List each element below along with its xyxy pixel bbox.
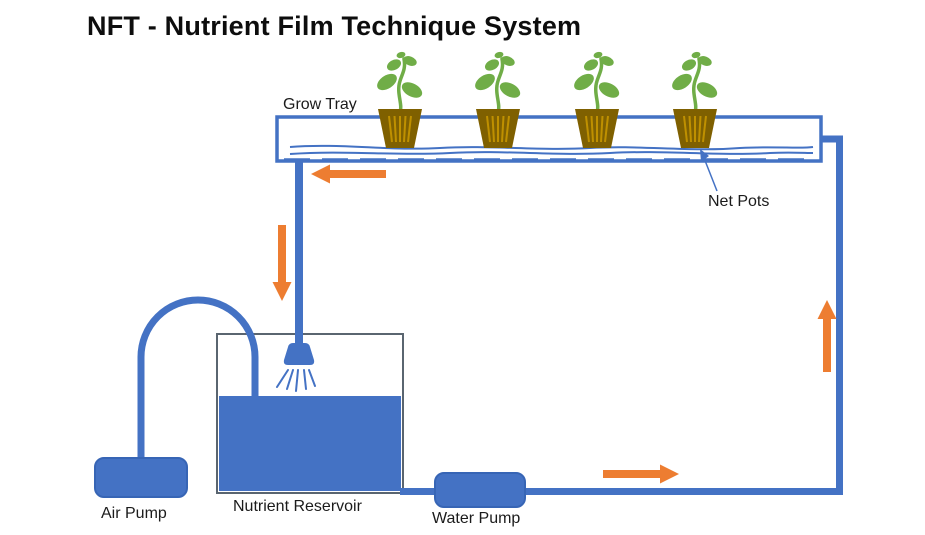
flow-arrow-up-icon	[817, 300, 837, 372]
flow-arrow-left-icon	[311, 164, 386, 184]
diagram-title: NFT - Nutrient Film Technique System	[87, 11, 582, 41]
water-pump-label: Water Pump	[432, 510, 521, 527]
air-pump-label: Air Pump	[101, 505, 167, 522]
grow-tray-label: Grow Tray	[283, 96, 357, 113]
water-pump-icon	[434, 472, 526, 508]
flow-arrow-down-icon	[272, 225, 292, 301]
spray-lines-icon	[276, 369, 316, 392]
nutrient-film-lines	[284, 144, 816, 161]
flow-arrows	[272, 164, 837, 484]
pointer-arrowhead-icon	[700, 149, 709, 162]
return-pipe	[400, 135, 843, 495]
pipe-network	[137, 135, 843, 495]
air-pump-icon	[94, 457, 188, 498]
grow-tray	[275, 115, 823, 163]
air-tube	[137, 296, 259, 461]
nutrient-solution-fill	[219, 396, 401, 491]
nutrient-reservoir-label: Nutrient Reservoir	[233, 498, 362, 515]
net-pots-label: Net Pots	[708, 193, 770, 210]
sprinkler-nozzle-icon	[283, 343, 315, 365]
flow-arrow-right-icon	[603, 464, 679, 484]
pumps	[94, 457, 526, 508]
net-pots-pointer	[700, 149, 718, 192]
